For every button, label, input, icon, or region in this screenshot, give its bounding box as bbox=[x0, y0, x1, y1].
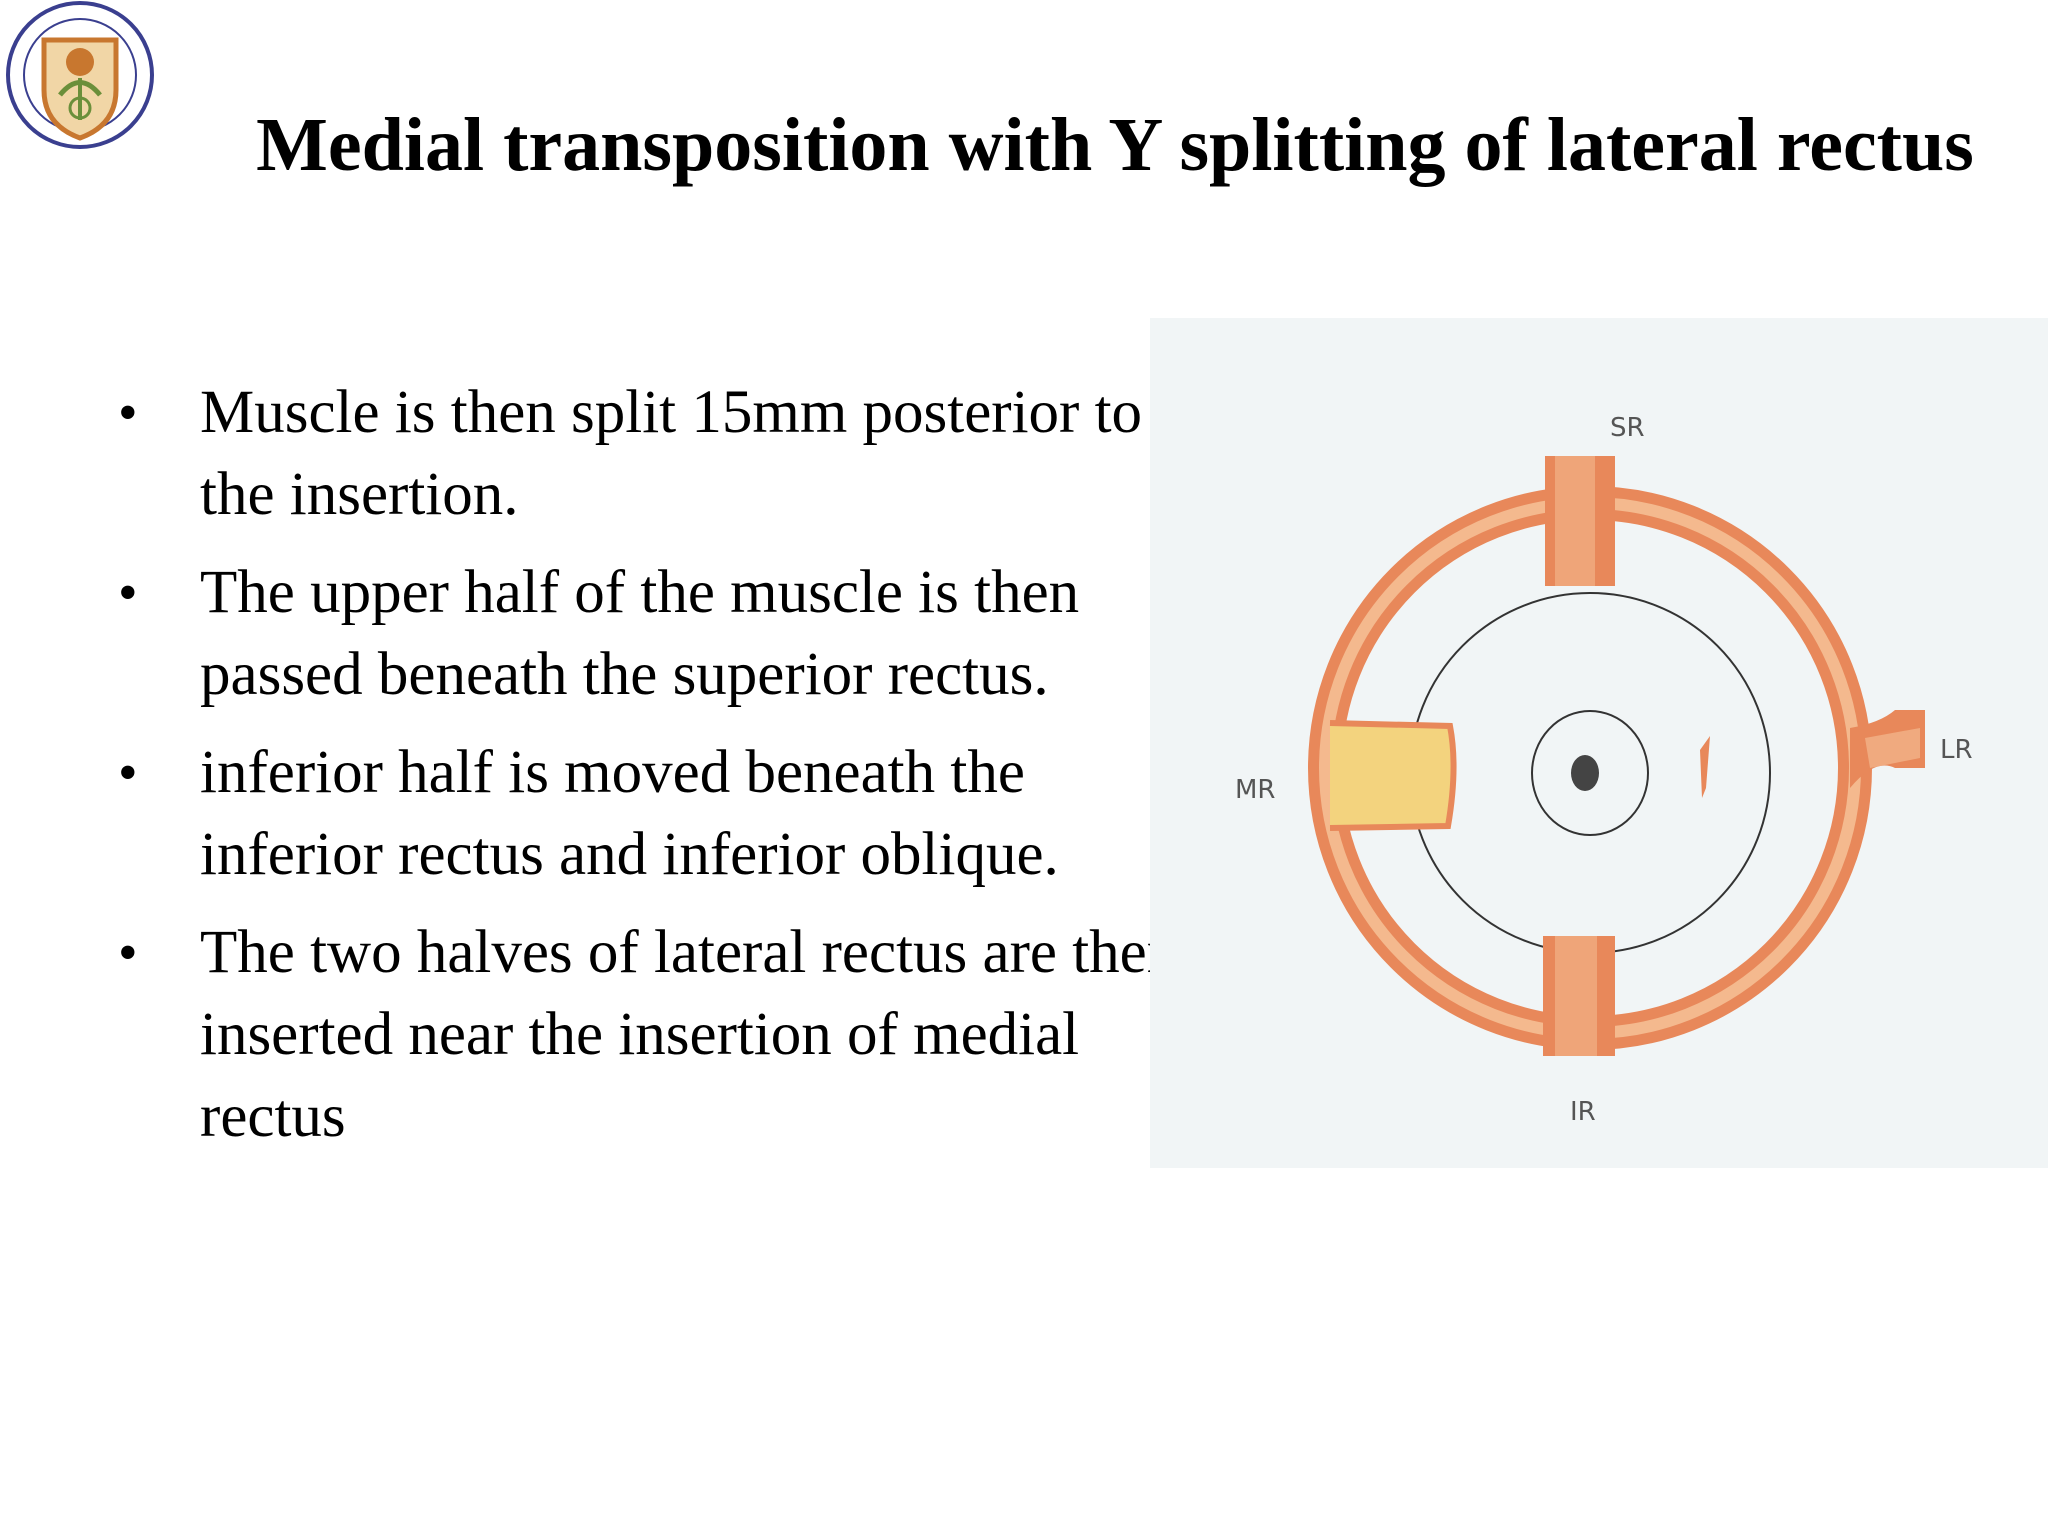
bullet-dot: • bbox=[118, 922, 138, 984]
lateral-rectus-shade bbox=[1865, 728, 1920, 768]
bullet-dot: • bbox=[118, 382, 138, 444]
bullet-text: The upper half of the muscle is then pas… bbox=[200, 559, 1080, 708]
bullet-text: inferior half is moved beneath the infer… bbox=[200, 739, 1059, 888]
pupil bbox=[1571, 755, 1599, 791]
eye-muscle-diagram: SR LR MR IR bbox=[1150, 318, 2048, 1168]
bullet-item: • inferior half is moved beneath the inf… bbox=[118, 732, 1178, 896]
medial-rectus-edge bbox=[1329, 720, 1457, 831]
diagram-drawing: SR LR MR IR bbox=[1235, 413, 1973, 1127]
bullet-dot: • bbox=[118, 562, 138, 624]
slide-title: Medial transposition with Y splitting of… bbox=[256, 103, 1974, 187]
bullet-item: • The two halves of lateral rectus are t… bbox=[118, 912, 1178, 1158]
insertion-mark bbox=[1700, 736, 1710, 798]
label-medial-rectus: MR bbox=[1235, 775, 1276, 805]
bullet-dot: • bbox=[118, 742, 138, 804]
inferior-rectus-shade bbox=[1555, 936, 1597, 1056]
institute-logo bbox=[0, 0, 160, 150]
bullet-item: • The upper half of the muscle is then p… bbox=[118, 552, 1178, 716]
cornea-outline bbox=[1531, 710, 1649, 836]
bullet-list: • Muscle is then split 15mm posterior to… bbox=[118, 372, 1178, 1174]
medial-rectus-muscle bbox=[1330, 723, 1454, 828]
bullet-item: • Muscle is then split 15mm posterior to… bbox=[118, 372, 1178, 536]
institute-seal-icon bbox=[6, 1, 154, 149]
label-lateral-rectus: LR bbox=[1940, 735, 1973, 765]
bullet-text: The two halves of lateral rectus are the… bbox=[200, 919, 1178, 1150]
bullet-text: Muscle is then split 15mm posterior to t… bbox=[200, 379, 1143, 528]
superior-rectus-shade bbox=[1555, 456, 1595, 586]
label-superior-rectus: SR bbox=[1610, 413, 1645, 443]
label-inferior-rectus: IR bbox=[1570, 1097, 1596, 1127]
